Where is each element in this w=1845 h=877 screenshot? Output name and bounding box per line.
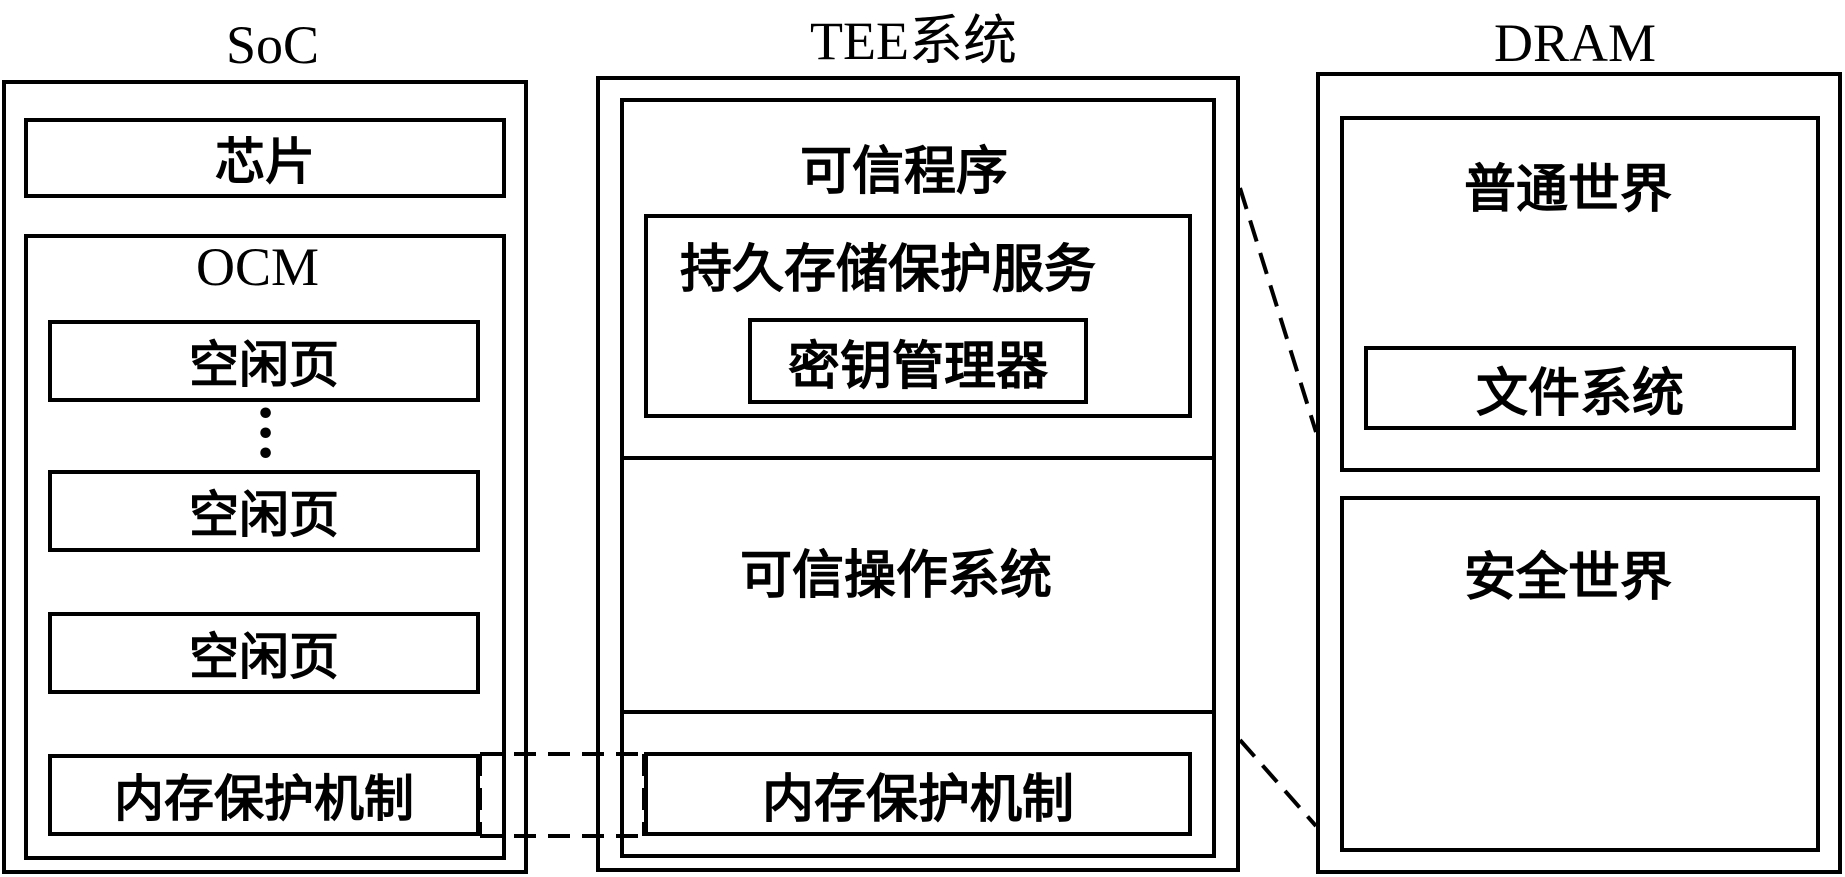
key-manager-label: 密钥管理器	[787, 335, 1048, 397]
secure-world-title: 安全世界	[1464, 547, 1673, 608]
trusted-os-label: 可信操作系统	[740, 545, 1053, 606]
tee-title: TEE系统	[810, 11, 1017, 71]
secure-world-box	[1340, 496, 1820, 852]
ocm-box	[24, 234, 506, 860]
free-page-label: 空闲页	[189, 627, 339, 686]
key-manager-box: 密钥管理器	[748, 318, 1088, 404]
connector-tee-secure-world	[1238, 738, 1318, 828]
free-page-3: 空闲页	[48, 612, 480, 694]
file-system-label: 文件系统	[1475, 362, 1684, 424]
divider-trusted-os	[620, 710, 1216, 714]
dram-title: DRAM	[1494, 13, 1657, 73]
free-page-label: 空闲页	[189, 335, 339, 394]
soc-box	[2, 80, 528, 874]
dram-box	[1316, 72, 1842, 874]
tee-memory-protection-label: 内存保护机制	[761, 768, 1074, 830]
soc-memory-protection-box: 内存保护机制	[48, 754, 480, 836]
normal-world-box	[1340, 116, 1820, 472]
file-system-box: 文件系统	[1364, 346, 1796, 430]
normal-world-title: 普通世界	[1464, 159, 1673, 220]
storage-service-title: 持久存储保护服务	[680, 239, 1097, 300]
tee-memory-protection-box: 内存保护机制	[644, 752, 1192, 836]
storage-service-box	[644, 214, 1192, 418]
tee-box	[596, 76, 1240, 872]
soc-memory-protection-label: 内存保护机制	[114, 769, 414, 828]
free-page-1: 空闲页	[48, 320, 480, 402]
chip-box: 芯片	[24, 118, 506, 198]
ocm-title: OCM	[196, 237, 320, 297]
divider-trusted-app	[620, 456, 1216, 460]
free-page-2: 空闲页	[48, 470, 480, 552]
soc-title: SoC	[226, 15, 320, 75]
ellipsis-vertical-icon: •••	[256, 397, 276, 472]
trusted-app-title: 可信程序	[800, 141, 1009, 202]
tee-inner-box	[620, 98, 1216, 858]
free-page-label: 空闲页	[189, 485, 339, 544]
connector-tee-normal-world	[1238, 187, 1318, 433]
chip-label: 芯片	[215, 132, 315, 191]
